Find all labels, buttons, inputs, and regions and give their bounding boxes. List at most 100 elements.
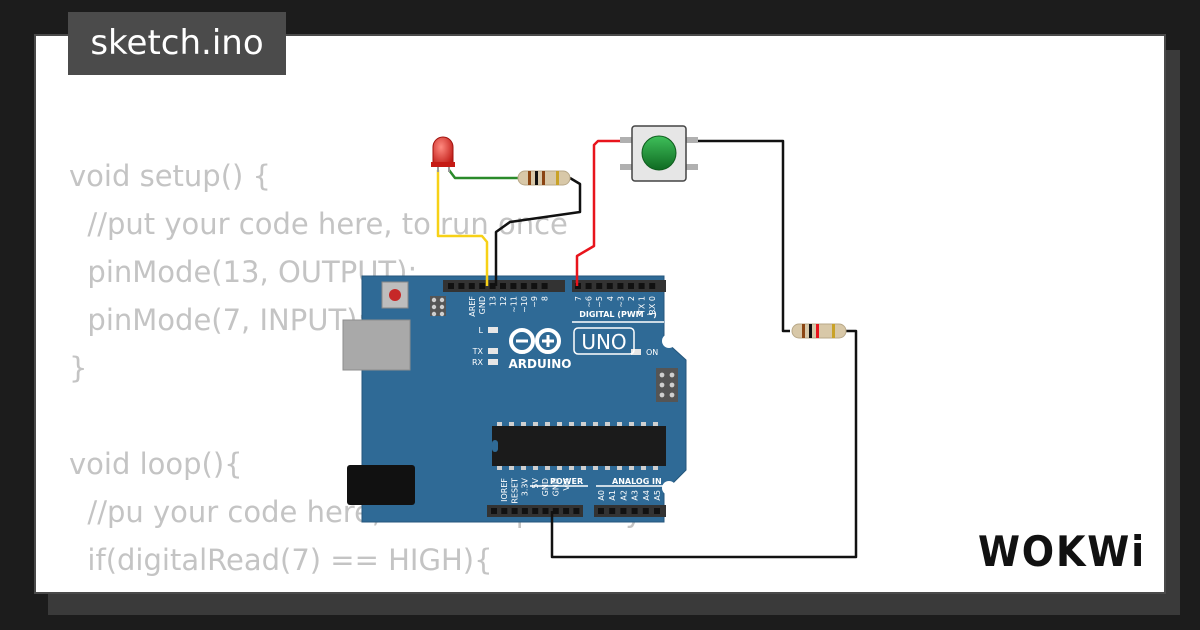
digital-pin-label: ~6 [585,296,594,308]
sketch-filename-tab[interactable]: sketch.ino [68,12,286,75]
wire-button-to-resistor[interactable] [690,139,790,333]
uno-model-text: UNO [581,330,626,354]
power-pin-label: IOREF [500,478,509,502]
header-socket[interactable] [617,283,624,289]
on-led [631,349,641,355]
chip-pin [557,466,562,470]
header-socket[interactable] [609,508,616,514]
digital-pin-label: ~9 [530,296,539,308]
mounting-hole [662,481,676,495]
chip-pin [497,422,502,426]
header-socket[interactable] [631,508,638,514]
header-socket[interactable] [542,508,549,514]
digital-pin-label: 13 [489,296,498,306]
chip-pin [629,466,634,470]
wire-resistor-to-gnd[interactable] [494,176,582,286]
icsp-header-top [430,296,446,317]
wire-led-to-pin13[interactable] [436,170,489,286]
power-pin-label: 5V [531,477,540,488]
header-socket[interactable] [649,283,656,289]
resistor-button[interactable] [791,323,847,339]
header-socket[interactable] [501,508,508,514]
chip-pin [581,422,586,426]
tx-led-label: TX [472,347,484,356]
header-socket[interactable] [642,508,649,514]
header-socket[interactable] [598,508,604,514]
header-socket[interactable] [596,283,603,289]
header-socket[interactable] [511,508,518,514]
tx-led [488,348,498,354]
digital-pin-label: AREF [468,296,477,317]
header-socket[interactable] [448,283,454,289]
chip-pin [641,466,646,470]
header-socket[interactable] [654,508,660,514]
resistor-led[interactable] [517,170,571,186]
wires [436,139,858,559]
header-socket[interactable] [541,283,548,289]
code-line: digitalWrite(13, HIGH); [69,584,643,592]
red-led[interactable] [431,136,455,172]
analog-in-label: ANALOG IN [612,477,662,486]
header-socket[interactable] [532,508,539,514]
header-socket[interactable] [585,283,592,289]
wire-led-to-resistor[interactable] [448,169,520,180]
chip-pin [653,466,658,470]
chip-pin [653,422,658,426]
header-socket[interactable] [510,283,517,289]
green-pushbutton[interactable] [620,125,698,182]
header-socket[interactable] [606,283,613,289]
chip-pin [557,422,562,426]
chip-pin [533,466,538,470]
code-line: //put your code here, to run once [69,207,568,241]
digital-pin-label: ~3 [616,296,625,308]
header-socket[interactable] [468,283,475,289]
digital-pin-label: TX 1 [638,296,647,315]
code-line: pinMode(13, OUTPUT); [69,255,418,289]
header-socket[interactable] [479,283,486,289]
l-led-label: L [479,326,484,335]
rx-led-label: RX [472,358,484,367]
analog-pin-label: A2 [619,490,628,501]
chip-pin [629,422,634,426]
chip-pin [545,422,550,426]
usb-connector [342,319,411,371]
header-socket[interactable] [458,283,465,289]
header-socket[interactable] [573,508,580,514]
power-pin-label: 3.3V [521,477,530,496]
header-socket[interactable] [552,508,559,514]
wire-resistor-to-board-gnd[interactable] [550,329,858,559]
digital-pin-label: ~11 [509,296,518,313]
header-socket[interactable] [628,283,634,289]
uno-badge [573,327,635,355]
wire-button-to-pin7[interactable] [575,139,630,286]
header-socket[interactable] [500,283,506,289]
digital-pin-label: ~5 [595,296,604,308]
power-label: POWER [550,477,583,486]
header-socket[interactable] [531,283,538,289]
header-socket[interactable] [521,508,528,514]
header-socket[interactable] [620,508,627,514]
header-socket[interactable] [520,283,527,289]
header-socket[interactable] [563,508,570,514]
chip-pin [509,466,514,470]
header-socket[interactable] [489,283,496,289]
digital-pin-label: GND [478,296,487,314]
chip-pin [605,422,610,426]
chip-pin [521,466,526,470]
arduino-brand-text: ARDUINO [509,357,572,371]
analog-pin-label: A3 [631,490,640,501]
digital-pin-label: 8 [541,296,550,301]
wokwi-logo-text: WOKWi [978,528,1146,576]
chip-pin [545,466,550,470]
analog-pin-label: A4 [642,490,651,501]
code-line: void loop(){ [69,447,243,481]
digital-pin-label: ~10 [520,296,529,313]
header-socket[interactable] [491,508,497,514]
header-socket[interactable] [638,283,645,289]
power-pin-label: Vin [562,478,571,491]
power-pin-label: GND [552,478,561,496]
digital-pin-label: 7 [574,296,583,301]
analog-pin-label: A1 [608,490,617,501]
chip-pin [581,466,586,470]
